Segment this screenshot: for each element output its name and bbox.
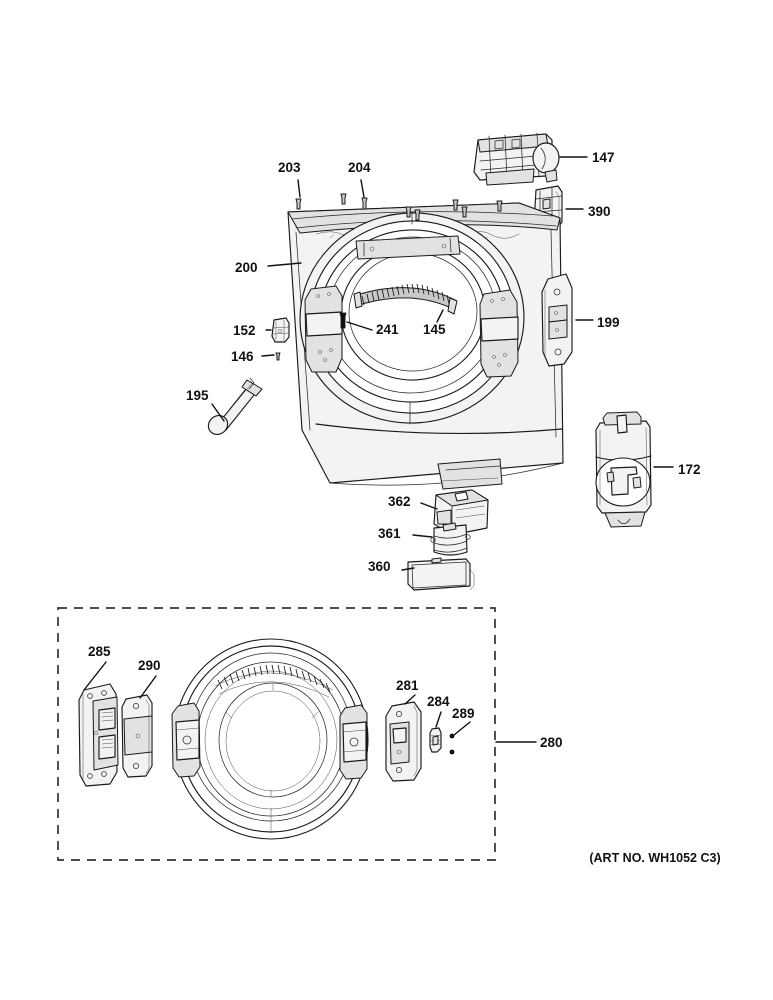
- part-199-hinge-strip: [541, 273, 573, 367]
- callout-145: 145: [423, 322, 446, 337]
- part-172-pump-filter-cover: [595, 411, 652, 528]
- leader-360: [401, 567, 415, 571]
- callout-362: 362: [388, 494, 411, 509]
- door-assembly-group-box: [57, 607, 496, 861]
- part-361-filter-cap: [430, 522, 471, 556]
- washer-door-assembly: [171, 638, 369, 840]
- callout-289: 289: [452, 706, 475, 721]
- leader-200: [267, 262, 302, 267]
- part-241-pin: [339, 312, 347, 329]
- part-147-dispenser-assembly: [473, 132, 560, 186]
- screw-icon: [405, 206, 412, 218]
- leader-146: [261, 354, 275, 357]
- part-195-shipping-bolt: [207, 377, 263, 436]
- part-289-screw-pair: [449, 733, 455, 755]
- part-145-grille-vent: [353, 283, 458, 315]
- callout-284: 284: [427, 694, 450, 709]
- screw-icon: [452, 199, 459, 211]
- leader-204: [360, 179, 365, 198]
- callout-147: 147: [592, 150, 615, 165]
- leader-203: [297, 179, 301, 198]
- callout-241: 241: [376, 322, 399, 337]
- screw-icon: [295, 198, 302, 210]
- screw-icon: [361, 197, 368, 210]
- callout-285: 285: [88, 644, 111, 659]
- callout-280: 280: [540, 735, 563, 750]
- screw-icon: [461, 206, 468, 218]
- callout-281: 281: [396, 678, 419, 693]
- screw-icon: [340, 193, 347, 205]
- callout-290: 290: [138, 658, 161, 673]
- callout-152: 152: [233, 323, 256, 338]
- callout-200: 200: [235, 260, 258, 275]
- leader-145: [436, 309, 444, 323]
- part-152-clip: [271, 317, 290, 343]
- callout-195: 195: [186, 388, 209, 403]
- leader-289: [453, 721, 471, 736]
- leader-241: [346, 321, 373, 331]
- art-number: (ART NO. WH1052 C3): [589, 851, 720, 865]
- callout-172: 172: [678, 462, 701, 477]
- part-360-access-door: [407, 557, 475, 591]
- leader-281: [404, 694, 416, 705]
- screw-icon: [496, 200, 503, 212]
- leader-285: [83, 661, 107, 691]
- leader-284: [435, 711, 442, 728]
- callout-390: 390: [588, 204, 611, 219]
- callout-204: 204: [348, 160, 371, 175]
- callout-360: 360: [368, 559, 391, 574]
- leader-290: [139, 675, 157, 699]
- leader-195: [211, 403, 225, 422]
- part-284-strike-latch: [429, 727, 442, 753]
- callout-199: 199: [597, 315, 620, 330]
- part-146-screw: [275, 352, 281, 361]
- part-281-door-handle: [385, 701, 422, 782]
- front-panel-door-opening: [299, 211, 525, 425]
- leader-362: [420, 502, 438, 510]
- part-290-hinge-cover: [121, 694, 153, 778]
- callout-146: 146: [231, 349, 254, 364]
- part-285-door-hinge-assembly: [78, 683, 119, 787]
- leader-361: [412, 534, 433, 538]
- callout-361: 361: [378, 526, 401, 541]
- screw-icon: [414, 209, 421, 221]
- screw-set-top: [295, 193, 503, 221]
- callout-203: 203: [278, 160, 301, 175]
